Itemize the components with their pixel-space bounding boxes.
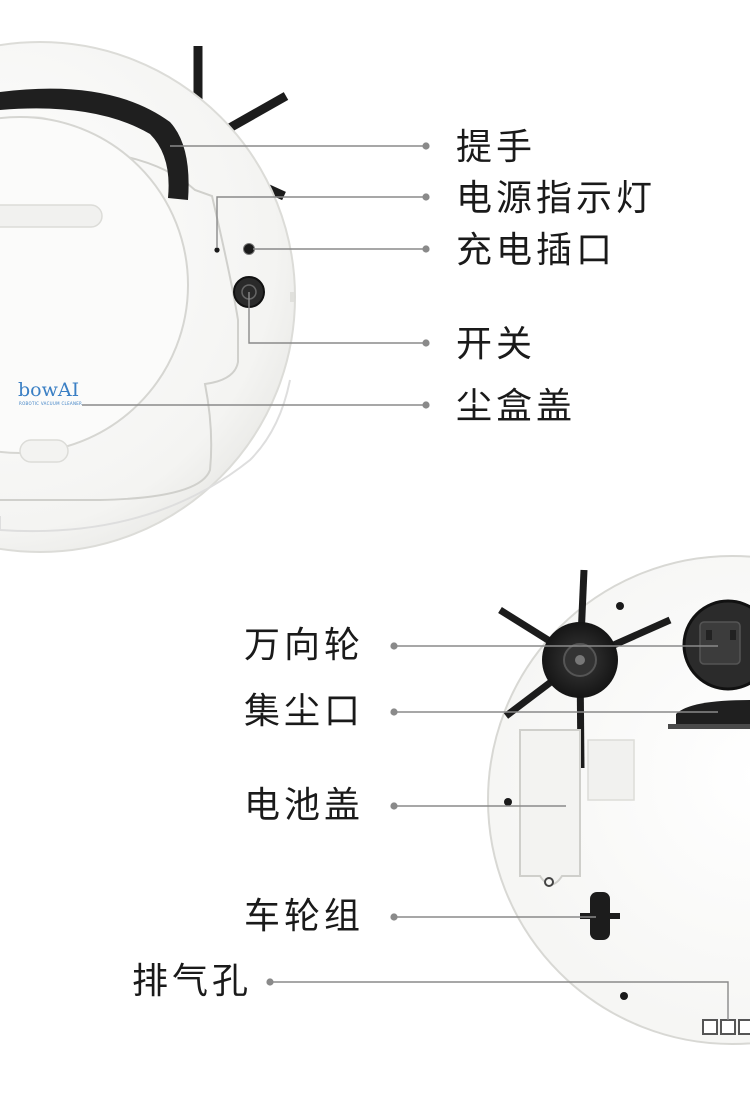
- label-charging-port: 充电插口: [456, 230, 617, 271]
- battery-screw: [544, 877, 554, 887]
- label-power-switch: 开关: [456, 324, 537, 365]
- dust-inlet[interactable]: [676, 700, 750, 726]
- exhaust-vent[interactable]: [702, 1019, 750, 1035]
- top-view: [0, 41, 296, 553]
- leader-exhaust-vent: [270, 981, 729, 1020]
- caster-axle: [575, 655, 585, 665]
- screw-dot-2: [504, 798, 512, 806]
- bumper-rim: [0, 379, 291, 533]
- dust-inlet-edge: [668, 724, 750, 729]
- drive-wheel-slot-1: [706, 630, 712, 640]
- label-power-indicator: 电源指示灯: [456, 178, 657, 219]
- dustbin-latch: [0, 204, 103, 228]
- bottom-view: [487, 555, 750, 1045]
- label-exhaust-vent: 排气孔: [132, 961, 253, 1002]
- leader-dots-bottom: [266, 642, 398, 986]
- label-wheel-assembly: 车轮组: [244, 896, 365, 937]
- leader-dots-top: [422, 142, 430, 409]
- label-dust-inlet: 集尘口: [244, 691, 365, 732]
- label-battery-cover: 电池盖: [244, 785, 365, 826]
- battery-cover[interactable]: [519, 729, 581, 886]
- leader-lines-top: [82, 145, 426, 406]
- screw-dot-1: [616, 602, 624, 610]
- leader-power-switch: [248, 292, 426, 344]
- label-handle: 提手: [456, 127, 537, 168]
- label-caster-wheel: 万向轮: [244, 625, 365, 666]
- leader-power-indicator: [216, 196, 426, 248]
- lid-contour: [0, 147, 239, 501]
- power-indicator-light: [214, 247, 220, 253]
- cover-tab: [19, 439, 69, 463]
- brand-logo: bowAI: [18, 379, 80, 401]
- leader-lines-bottom: [270, 645, 729, 1020]
- handle[interactable]: [0, 88, 189, 200]
- sensor-window: [587, 739, 635, 801]
- charging-port[interactable]: [243, 243, 255, 255]
- drive-wheel-detail: [699, 621, 741, 665]
- label-dustbin-cover: 尘盒盖: [456, 386, 577, 427]
- side-notch: [290, 292, 294, 302]
- drive-wheel-slot-2: [730, 630, 736, 640]
- screw-dot-3: [620, 992, 628, 1000]
- brand-tagline: ROBOTIC VACUUM CLEANER: [19, 401, 83, 406]
- wheel-axle: [580, 913, 620, 919]
